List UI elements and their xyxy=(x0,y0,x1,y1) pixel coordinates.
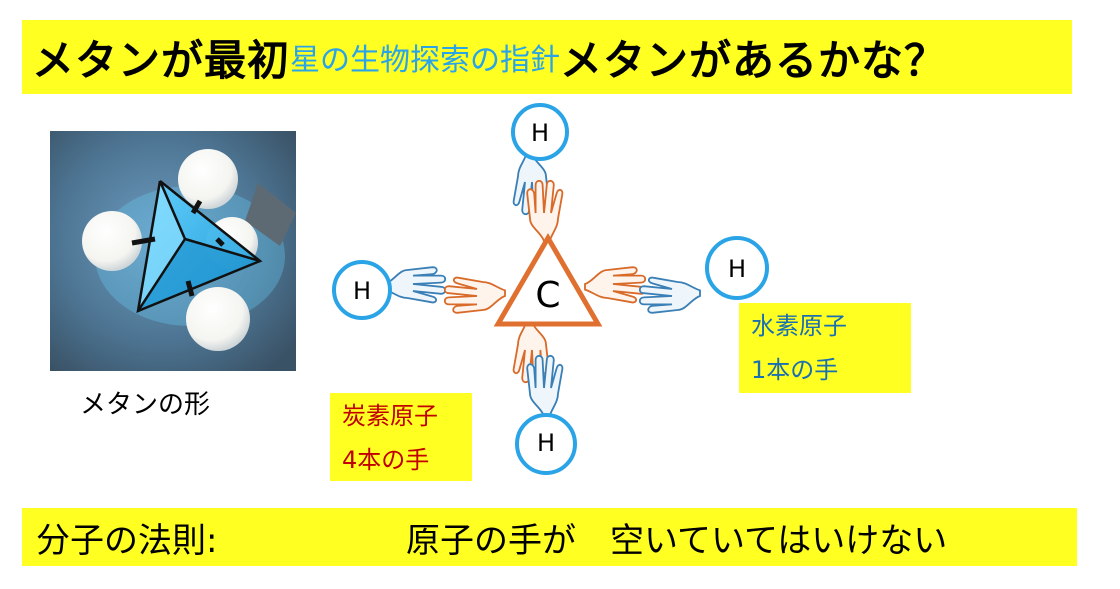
carbon-note-line-1: 炭素原子 xyxy=(342,402,438,430)
hydrogen-note: 水素原子 1本の手 xyxy=(739,303,911,393)
hydrogen-label: H xyxy=(728,255,746,283)
methane-bond-diagram: C H H H H xyxy=(332,103,769,475)
hydrogen-atom-top: H xyxy=(511,103,569,161)
bond-left xyxy=(384,266,506,314)
hydrogen-note-line-1: 水素原子 xyxy=(751,312,847,340)
title-part-1: メタンが最初 xyxy=(32,35,291,85)
hydrogen-atom-left: H xyxy=(332,260,392,320)
photo-caption: メタンの形 xyxy=(80,390,211,420)
title-banner: メタンが最初 星の生物探索の指針 メタンがあるかな？ xyxy=(22,20,1072,94)
hydrogen-atom-bottom: H xyxy=(515,413,577,475)
rule-text: 原子の手が 空いていてはいけない xyxy=(406,520,948,561)
carbon-note-line-2: 4本の手 xyxy=(342,446,430,474)
carbon-label: C xyxy=(535,275,560,316)
carbon-atom: C xyxy=(493,233,603,327)
hydrogen-label: H xyxy=(531,119,549,147)
bond-bottom xyxy=(512,321,564,417)
methane-model-photo xyxy=(50,131,296,371)
methane-model-illustration xyxy=(50,131,296,371)
hydrogen-label: H xyxy=(537,429,555,457)
hydrogen-note-line-2: 1本の手 xyxy=(751,356,839,384)
title-part-3: メタンがあるかな？ xyxy=(560,35,948,85)
rule-label: 分子の法則: xyxy=(36,520,218,561)
bond-right xyxy=(584,266,701,314)
rule-banner: 分子の法則: 原子の手が 空いていてはいけない xyxy=(22,508,1077,566)
hydrogen-atom-right: H xyxy=(705,236,769,300)
title-part-2: 星の生物探索の指針 xyxy=(290,43,561,78)
hydrogen-label: H xyxy=(353,277,371,305)
carbon-note: 炭素原子 4本の手 xyxy=(330,393,472,481)
bond-top xyxy=(512,153,564,242)
